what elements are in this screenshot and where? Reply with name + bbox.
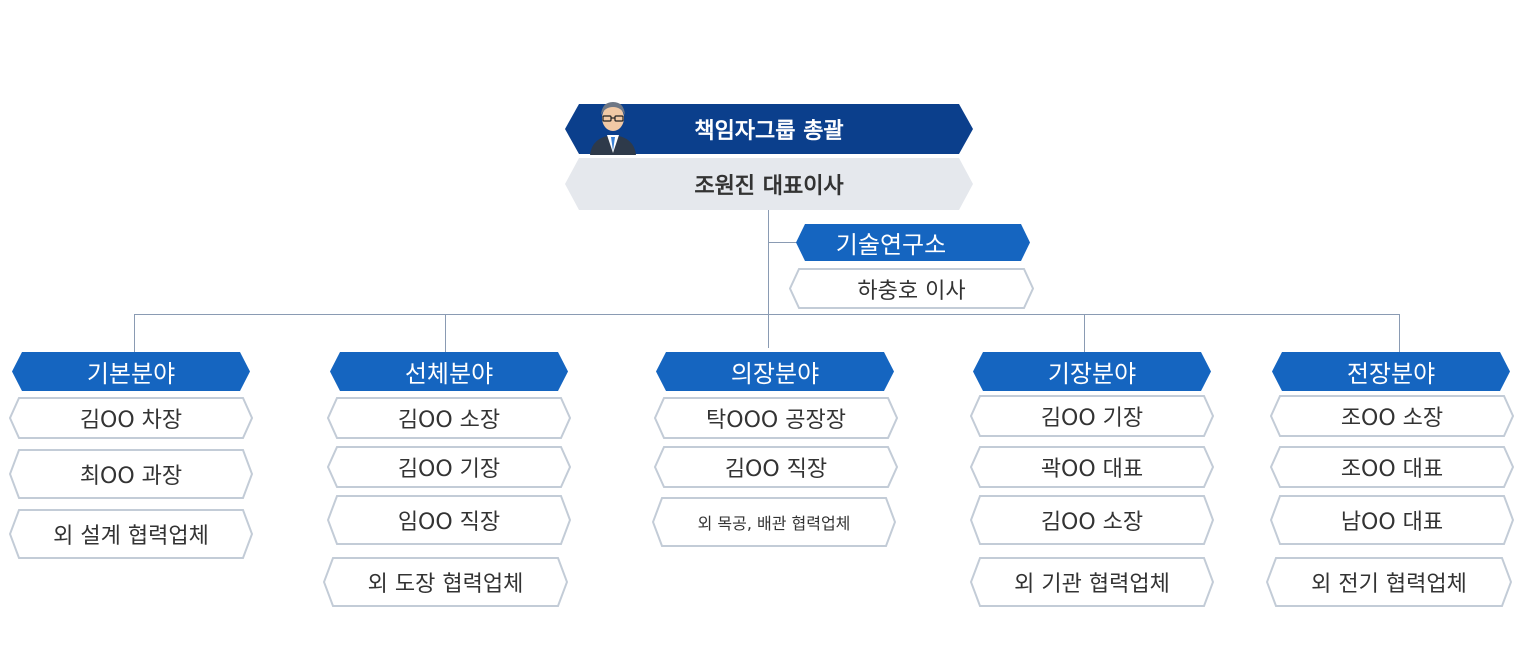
division-drop-4	[1084, 314, 1085, 352]
member-box: 김OO 기장	[970, 395, 1214, 437]
member-box: 조OO 소장	[1270, 395, 1514, 437]
member-box: 탁OOO 공장장	[654, 397, 898, 439]
top-name-box: 조원진 대표이사	[565, 158, 973, 210]
division-header-box: 선체분야	[330, 352, 568, 391]
member-box: 임OO 직장	[327, 495, 571, 545]
member-box: 최OO 과장	[9, 449, 253, 499]
division-header-box: 전장분야	[1272, 352, 1510, 391]
member-box: 김OO 차장	[9, 397, 253, 439]
member-box: 외 도장 협력업체	[323, 557, 568, 607]
member-box: 김OO 기장	[327, 446, 571, 488]
member-box: 외 설계 협력업체	[9, 509, 253, 559]
member-box: 김OO 소장	[327, 397, 571, 439]
member-box: 김OO 직장	[654, 446, 898, 488]
businessman-avatar-icon	[588, 97, 638, 155]
division-header-box: 기본분야	[12, 352, 250, 391]
member-box: 남OO 대표	[1270, 495, 1514, 545]
division-drop-5	[1399, 314, 1400, 352]
trunk-line	[768, 210, 769, 348]
member-box: 외 전기 협력업체	[1266, 557, 1512, 607]
division-header-box: 기장분야	[973, 352, 1211, 391]
member-box: 곽OO 대표	[970, 446, 1214, 488]
division-drop-1	[134, 314, 135, 352]
division-bus-line	[134, 314, 1400, 315]
lab-member-box: 하충호 이사	[789, 268, 1034, 309]
lab-branch-line	[768, 242, 798, 243]
member-box: 조OO 대표	[1270, 446, 1514, 488]
division-header-box: 의장분야	[656, 352, 894, 391]
lab-header-box: 기술연구소	[796, 224, 1030, 261]
member-box: 외 목공, 배관 협력업체	[652, 497, 896, 547]
member-box: 외 기관 협력업체	[970, 557, 1214, 607]
division-drop-2	[445, 314, 446, 352]
member-box: 김OO 소장	[970, 495, 1214, 545]
